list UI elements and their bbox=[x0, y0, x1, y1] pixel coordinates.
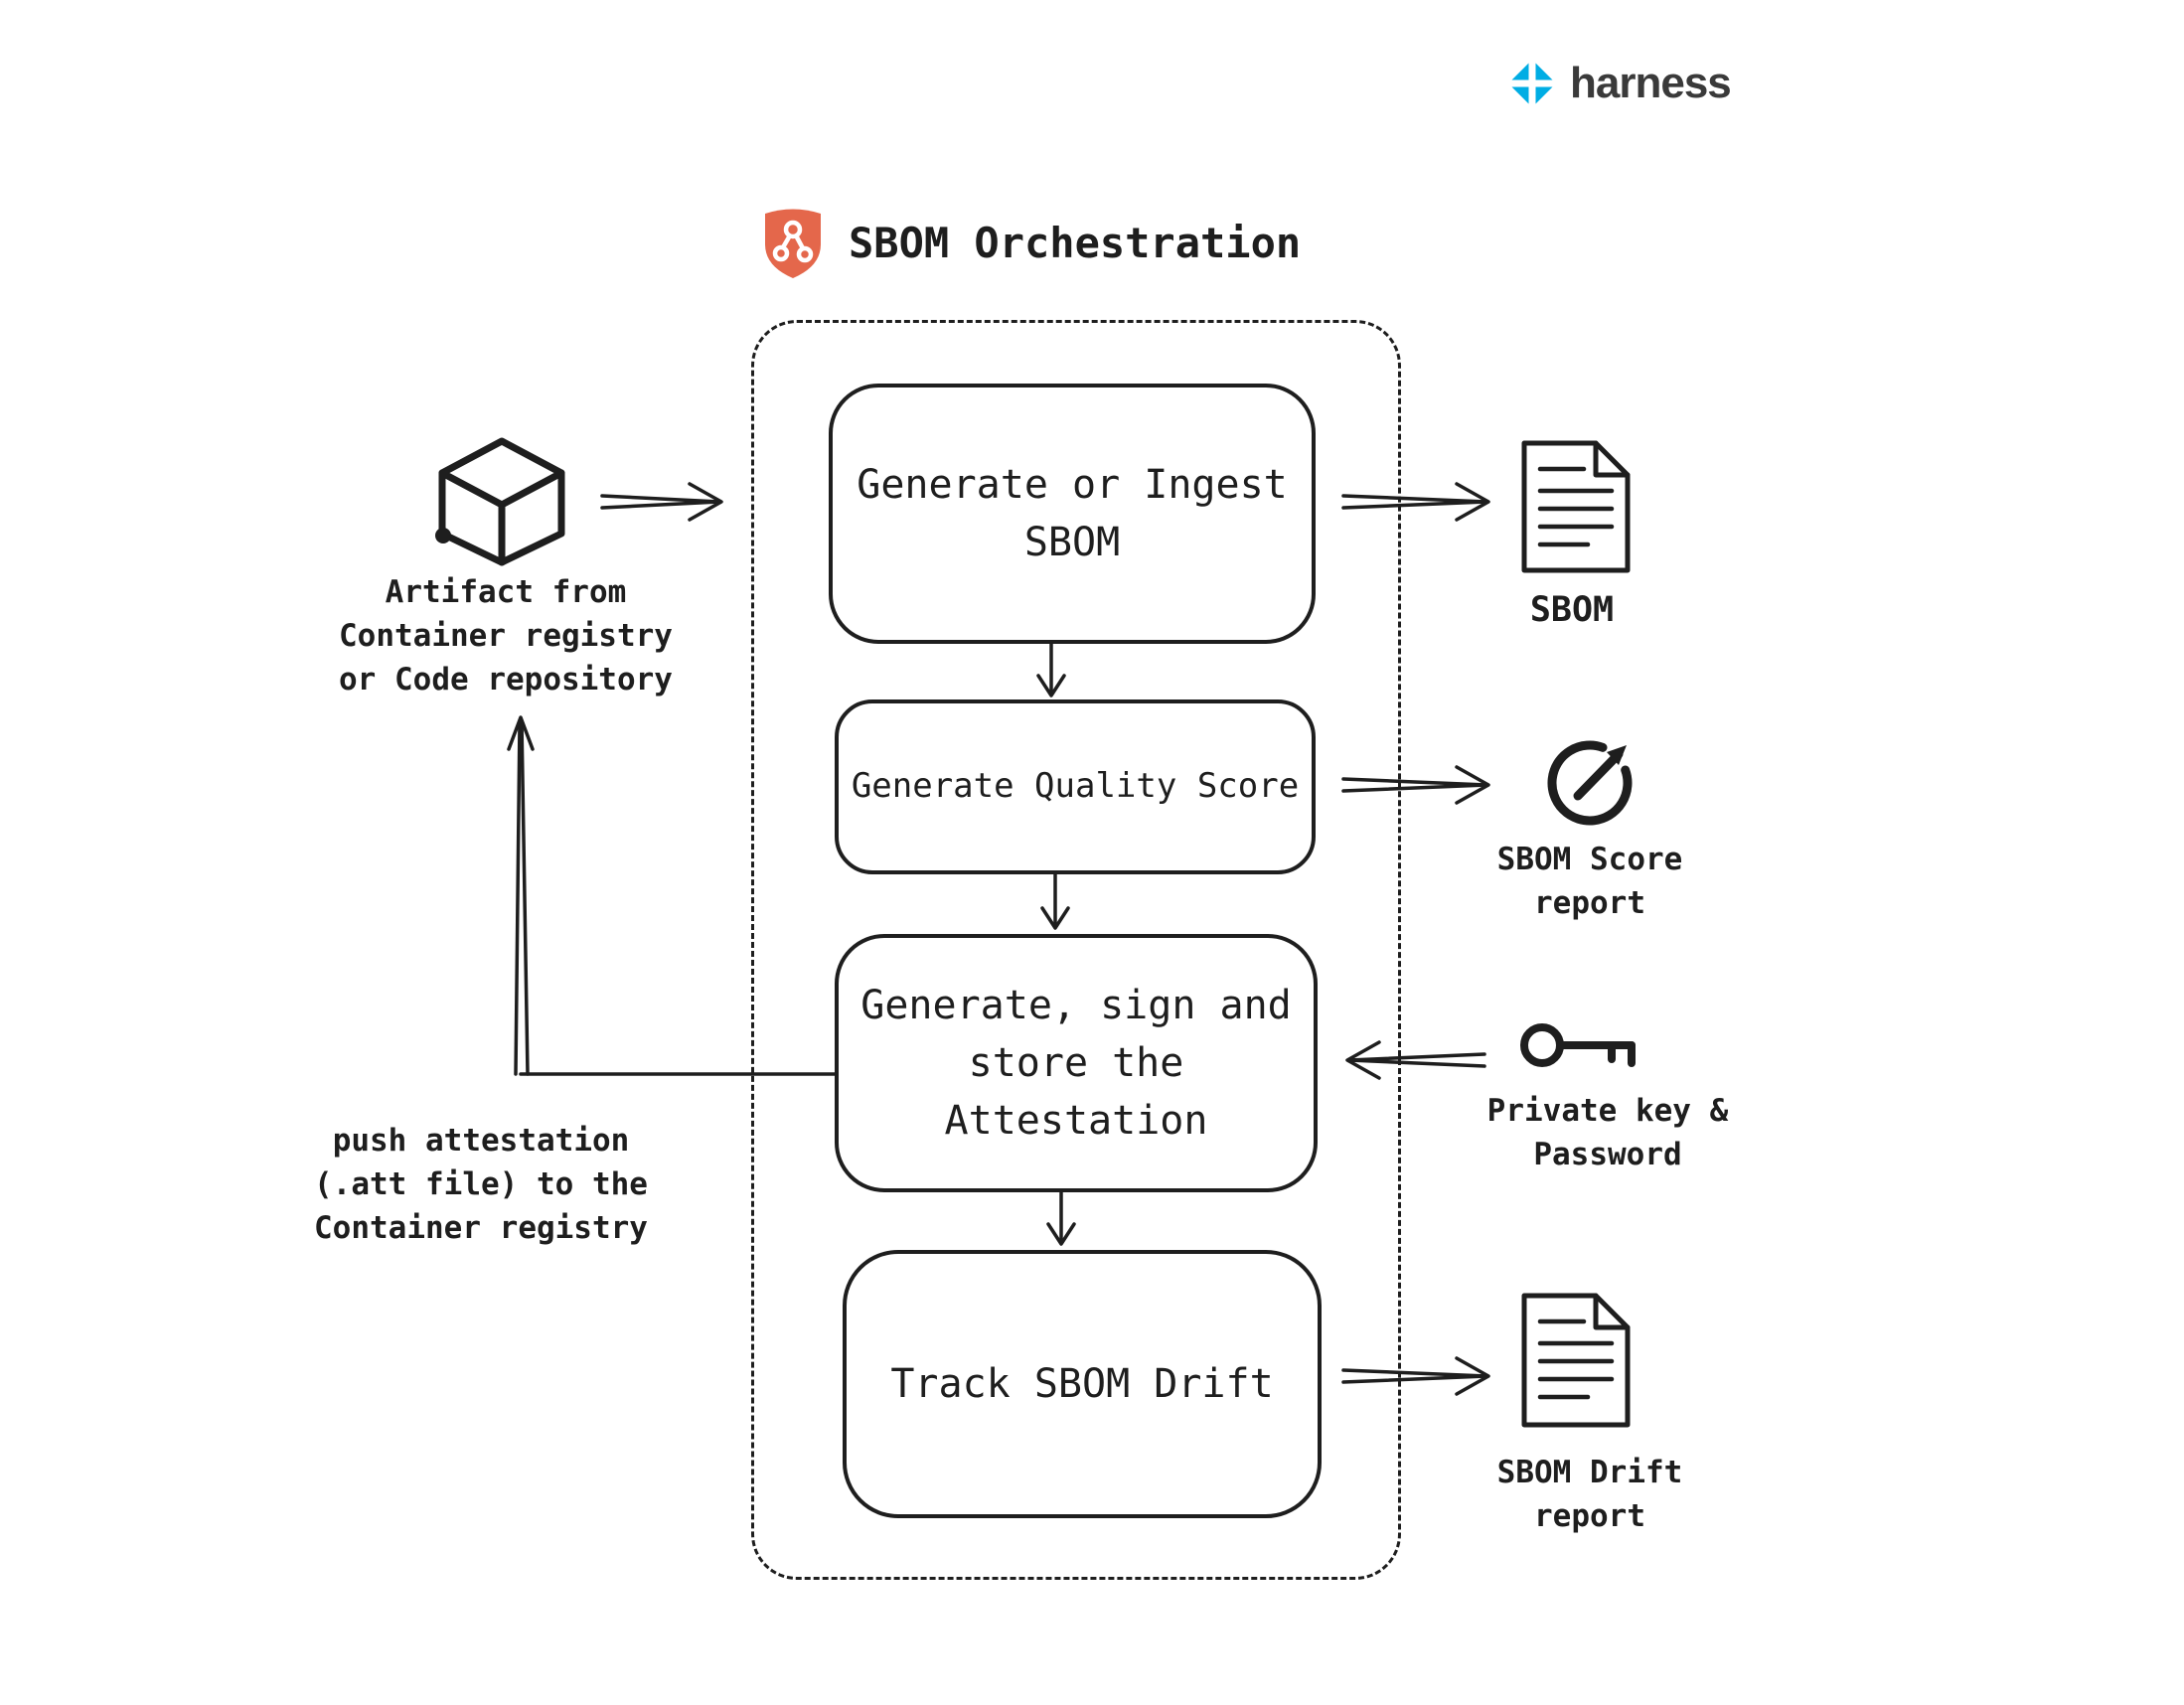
diagram-title: SBOM Orchestration bbox=[761, 205, 1301, 280]
private-key-password-label: Private key & Password bbox=[1486, 1093, 1729, 1173]
harness-logo-icon bbox=[1508, 60, 1556, 107]
sbom-drift-report-label: SBOM Drift report bbox=[1496, 1455, 1683, 1535]
step-generate-or-ingest-sbom: Generate or Ingest SBOM bbox=[829, 384, 1316, 644]
step-track-sbom-drift: Track SBOM Drift bbox=[843, 1250, 1322, 1518]
arrow-push-attestation-return bbox=[507, 715, 837, 1076]
arrow-key-to-step3 bbox=[1345, 1040, 1486, 1080]
sbom-score-report-label: SBOM Score report bbox=[1496, 842, 1683, 922]
arrow-step3-to-step4 bbox=[1046, 1186, 1076, 1246]
arrow-step1-to-sbom bbox=[1341, 482, 1490, 522]
push-attestation-label: push attestation (.att file) to the Cont… bbox=[314, 1123, 648, 1247]
harness-wordmark: harness bbox=[1570, 59, 1732, 107]
step-generate-sign-store-attestation: Generate, sign and store the Attestation bbox=[835, 934, 1318, 1192]
harness-logo: harness bbox=[1506, 58, 1732, 109]
drift-document-icon bbox=[1521, 1293, 1631, 1428]
arrow-step1-to-step2 bbox=[1036, 640, 1066, 698]
sbom-output-label: SBOM bbox=[1529, 590, 1615, 630]
artifact-source-label: Artifact from Container registry or Code… bbox=[339, 574, 673, 698]
cube-icon bbox=[435, 437, 565, 566]
sbom-document-icon bbox=[1521, 440, 1631, 573]
step-generate-quality-score: Generate Quality Score bbox=[835, 699, 1316, 874]
gauge-icon bbox=[1547, 740, 1633, 826]
arrow-artifact-to-pipeline bbox=[600, 482, 723, 522]
shield-network-icon bbox=[765, 209, 821, 278]
diagram-title-text: SBOM Orchestration bbox=[849, 218, 1302, 267]
arrow-step2-to-score bbox=[1341, 765, 1490, 805]
key-icon bbox=[1520, 1023, 1636, 1067]
arrow-step4-to-drift bbox=[1341, 1356, 1490, 1396]
arrow-step2-to-step3 bbox=[1040, 868, 1070, 930]
sbom-orchestration-frame bbox=[751, 320, 1401, 1580]
